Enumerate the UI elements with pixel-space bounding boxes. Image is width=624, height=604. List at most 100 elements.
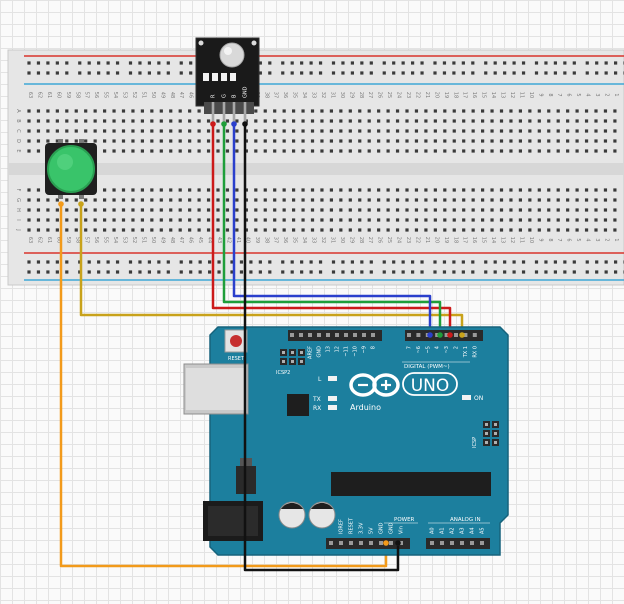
digital-pin-socket[interactable] bbox=[472, 333, 477, 337]
breadboard-hole bbox=[339, 228, 343, 232]
analog-pin-label: A5 bbox=[480, 527, 486, 534]
breadboard-hole bbox=[169, 149, 173, 153]
digital-pin-socket[interactable] bbox=[290, 333, 294, 337]
analog-pin-socket[interactable] bbox=[440, 541, 444, 545]
digital-pin-socket[interactable] bbox=[317, 333, 321, 337]
module-resistor bbox=[212, 73, 218, 81]
breadboard-hole bbox=[537, 119, 541, 123]
breadboard-hole bbox=[46, 129, 50, 133]
icsp2-pin-tip bbox=[291, 360, 294, 363]
module-pin[interactable] bbox=[211, 102, 215, 122]
power-pin-socket[interactable] bbox=[389, 541, 393, 545]
breadboard-hole bbox=[509, 208, 513, 212]
reset-button[interactable] bbox=[230, 335, 242, 347]
breadboard-hole bbox=[424, 218, 428, 222]
digital-pin-socket[interactable] bbox=[299, 333, 303, 337]
column-number: 36 bbox=[282, 237, 288, 243]
breadboard-hole bbox=[603, 149, 608, 153]
breadboard-hole bbox=[537, 228, 541, 232]
breadboard-hole bbox=[273, 149, 277, 153]
rail-hole bbox=[420, 270, 424, 274]
button-leg bbox=[58, 193, 63, 199]
digital-pin-socket[interactable] bbox=[335, 333, 339, 337]
breadboard-hole bbox=[594, 188, 598, 192]
power-pin-socket[interactable] bbox=[379, 541, 383, 545]
breadboard-hole bbox=[613, 188, 617, 192]
digital-pin-socket[interactable] bbox=[454, 333, 458, 337]
digital-pin-socket[interactable] bbox=[444, 333, 449, 337]
breadboard-hole bbox=[216, 119, 220, 123]
rgb-led-highlight bbox=[224, 47, 232, 55]
module-pin[interactable] bbox=[222, 102, 226, 122]
breadboard-hole bbox=[46, 198, 50, 202]
digital-header[interactable] bbox=[288, 330, 483, 341]
power-pin-socket[interactable] bbox=[329, 541, 333, 545]
module-pin[interactable] bbox=[232, 102, 236, 122]
digital-pin-socket[interactable] bbox=[308, 333, 312, 337]
analog-pin-socket[interactable] bbox=[450, 541, 454, 545]
breadboard-hole bbox=[518, 208, 522, 212]
power-pin-socket[interactable] bbox=[349, 541, 353, 545]
breadboard-hole bbox=[367, 208, 371, 212]
digital-pin-socket[interactable] bbox=[463, 333, 468, 337]
analog-pin-socket[interactable] bbox=[430, 541, 434, 545]
digital-pin-socket[interactable] bbox=[326, 333, 330, 337]
digital-pin-socket[interactable] bbox=[353, 333, 357, 337]
digital-pin-socket[interactable] bbox=[371, 333, 375, 337]
breadboard-hole bbox=[395, 228, 400, 232]
power-pin-socket[interactable] bbox=[369, 541, 373, 545]
column-number: 32 bbox=[320, 92, 326, 98]
breadboard-hole bbox=[46, 228, 50, 232]
analog-header[interactable] bbox=[426, 538, 490, 549]
rail-hole bbox=[331, 260, 336, 264]
power-pin-socket[interactable] bbox=[339, 541, 343, 545]
rail-hole bbox=[572, 61, 576, 65]
analog-pin-socket[interactable] bbox=[460, 541, 464, 545]
rail-hole bbox=[503, 260, 507, 264]
push-button[interactable] bbox=[45, 139, 97, 199]
column-number: 22 bbox=[414, 237, 420, 243]
module-pin[interactable] bbox=[243, 102, 247, 122]
digital-pin-socket[interactable] bbox=[362, 333, 366, 337]
rail-hole bbox=[128, 270, 133, 274]
breadboard-hole bbox=[55, 228, 59, 232]
breadboard-hole bbox=[27, 109, 31, 113]
rail-hole bbox=[595, 61, 599, 65]
breadboard-hole bbox=[216, 149, 220, 153]
column-number: 34 bbox=[301, 237, 307, 243]
rail-hole bbox=[369, 270, 373, 274]
module-pins[interactable] bbox=[210, 102, 248, 127]
power-pin-label: IOREF bbox=[339, 519, 345, 534]
rail-hole bbox=[290, 270, 294, 274]
digital-pin-socket[interactable] bbox=[416, 333, 421, 337]
breadboard-hole bbox=[93, 198, 97, 202]
analog-pin-socket[interactable] bbox=[470, 541, 474, 545]
column-number: 58 bbox=[74, 237, 80, 243]
rail-hole bbox=[27, 61, 31, 65]
wire-end-blue bbox=[427, 332, 433, 338]
breadboard-hole bbox=[613, 198, 617, 202]
breadboard-hole bbox=[188, 119, 192, 123]
breadboard-hole bbox=[112, 218, 116, 222]
breadboard-hole bbox=[395, 109, 400, 113]
rail-hole bbox=[179, 270, 183, 274]
breadboard-hole bbox=[367, 139, 371, 143]
digital-pin-socket[interactable] bbox=[407, 333, 411, 337]
power-pin-socket[interactable] bbox=[359, 541, 363, 545]
button-cap[interactable] bbox=[47, 145, 95, 193]
digital-pin-socket[interactable] bbox=[344, 333, 348, 337]
column-number: 61 bbox=[46, 92, 52, 98]
power-header[interactable] bbox=[326, 538, 410, 549]
analog-pin-socket[interactable] bbox=[480, 541, 484, 545]
breadboard-hole bbox=[547, 228, 551, 232]
breadboard-hole bbox=[377, 228, 381, 232]
breadboard-hole bbox=[159, 228, 163, 232]
breadboard-hole bbox=[348, 198, 352, 202]
row-letter: I bbox=[15, 219, 21, 220]
breadboard-hole bbox=[339, 119, 343, 123]
power-pin-socket[interactable] bbox=[399, 541, 403, 545]
breadboard-hole bbox=[244, 208, 248, 212]
